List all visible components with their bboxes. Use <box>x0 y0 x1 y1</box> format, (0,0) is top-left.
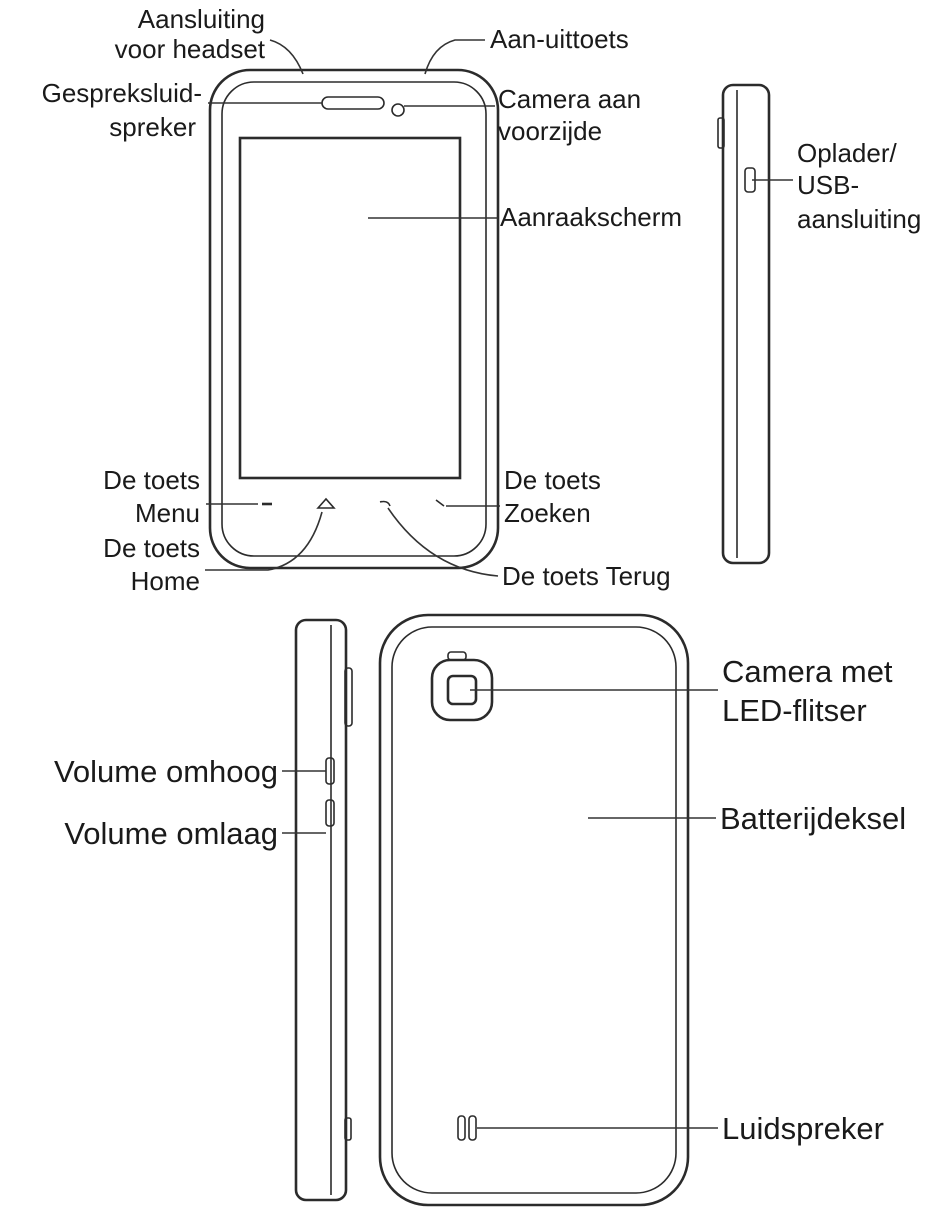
label-charger-port-1: Oplader/ <box>797 138 897 168</box>
front-body-outer <box>208 68 500 570</box>
battery-cover-edge <box>391 626 677 1194</box>
label-rear-camera-2: LED-flitser <box>722 693 867 728</box>
phone-front-view <box>208 68 500 570</box>
back-key-icon <box>379 500 391 507</box>
label-volume-down: Volume omlaag <box>64 816 278 851</box>
phone-side-view-right <box>717 83 771 565</box>
label-charger-port-3: aansluiting <box>797 204 921 234</box>
label-volume-up: Volume omhoog <box>54 754 278 789</box>
front-camera-lens <box>391 103 405 117</box>
label-front-camera-1: Camera aan <box>498 84 641 114</box>
label-search-key-2: Zoeken <box>504 498 591 528</box>
label-home-key-1: De toets <box>103 533 200 563</box>
leader-power-key <box>424 39 485 75</box>
callout-labels: Aansluiting voor headset Aan-uittoets Ge… <box>42 4 922 1146</box>
label-speaker: Luidspreker <box>722 1111 884 1146</box>
label-earpiece-2: spreker <box>109 112 196 142</box>
earpiece-grille <box>321 96 385 110</box>
front-body-inner <box>221 81 487 557</box>
label-headset-jack-2: voor headset <box>115 34 266 64</box>
search-key-icon <box>435 499 445 507</box>
touchscreen-area <box>238 136 462 480</box>
side-left-body <box>294 618 348 1202</box>
side-left-bottom-notch <box>344 1117 352 1141</box>
label-headset-jack-1: Aansluiting <box>138 4 265 34</box>
label-back-key: De toets Terug <box>502 561 671 591</box>
leader-headset-jack <box>269 39 304 75</box>
side-left-top-button <box>344 667 353 727</box>
speaker-grille-right <box>468 1115 477 1141</box>
label-charger-port-2: USB- <box>797 170 859 200</box>
side-right-button <box>717 117 725 149</box>
label-earpiece-1: Gespreksluid- <box>42 78 202 108</box>
label-power-key: Aan-uittoets <box>490 24 629 54</box>
volume-down-button <box>325 799 335 827</box>
leader-back-key <box>387 507 499 577</box>
label-search-key-1: De toets <box>504 465 601 495</box>
label-menu-key-1: De toets <box>103 465 200 495</box>
side-right-body <box>721 83 771 565</box>
leader-lines <box>205 39 793 1129</box>
label-home-key-2: Home <box>131 566 200 596</box>
label-battery-cover: Batterijdeksel <box>720 801 906 836</box>
label-rear-camera-1: Camera met <box>722 654 893 689</box>
speaker-grille-left <box>457 1115 466 1141</box>
phone-side-view-left <box>294 618 353 1202</box>
leader-home-key <box>205 511 323 571</box>
phone-back-view <box>378 613 690 1207</box>
home-key-icon <box>316 497 336 509</box>
volume-up-button <box>325 757 335 785</box>
label-touchscreen: Aanraakscherm <box>500 202 682 232</box>
label-menu-key-2: Menu <box>135 498 200 528</box>
back-body-outer <box>378 613 690 1207</box>
label-front-camera-2: voorzijde <box>498 116 602 146</box>
